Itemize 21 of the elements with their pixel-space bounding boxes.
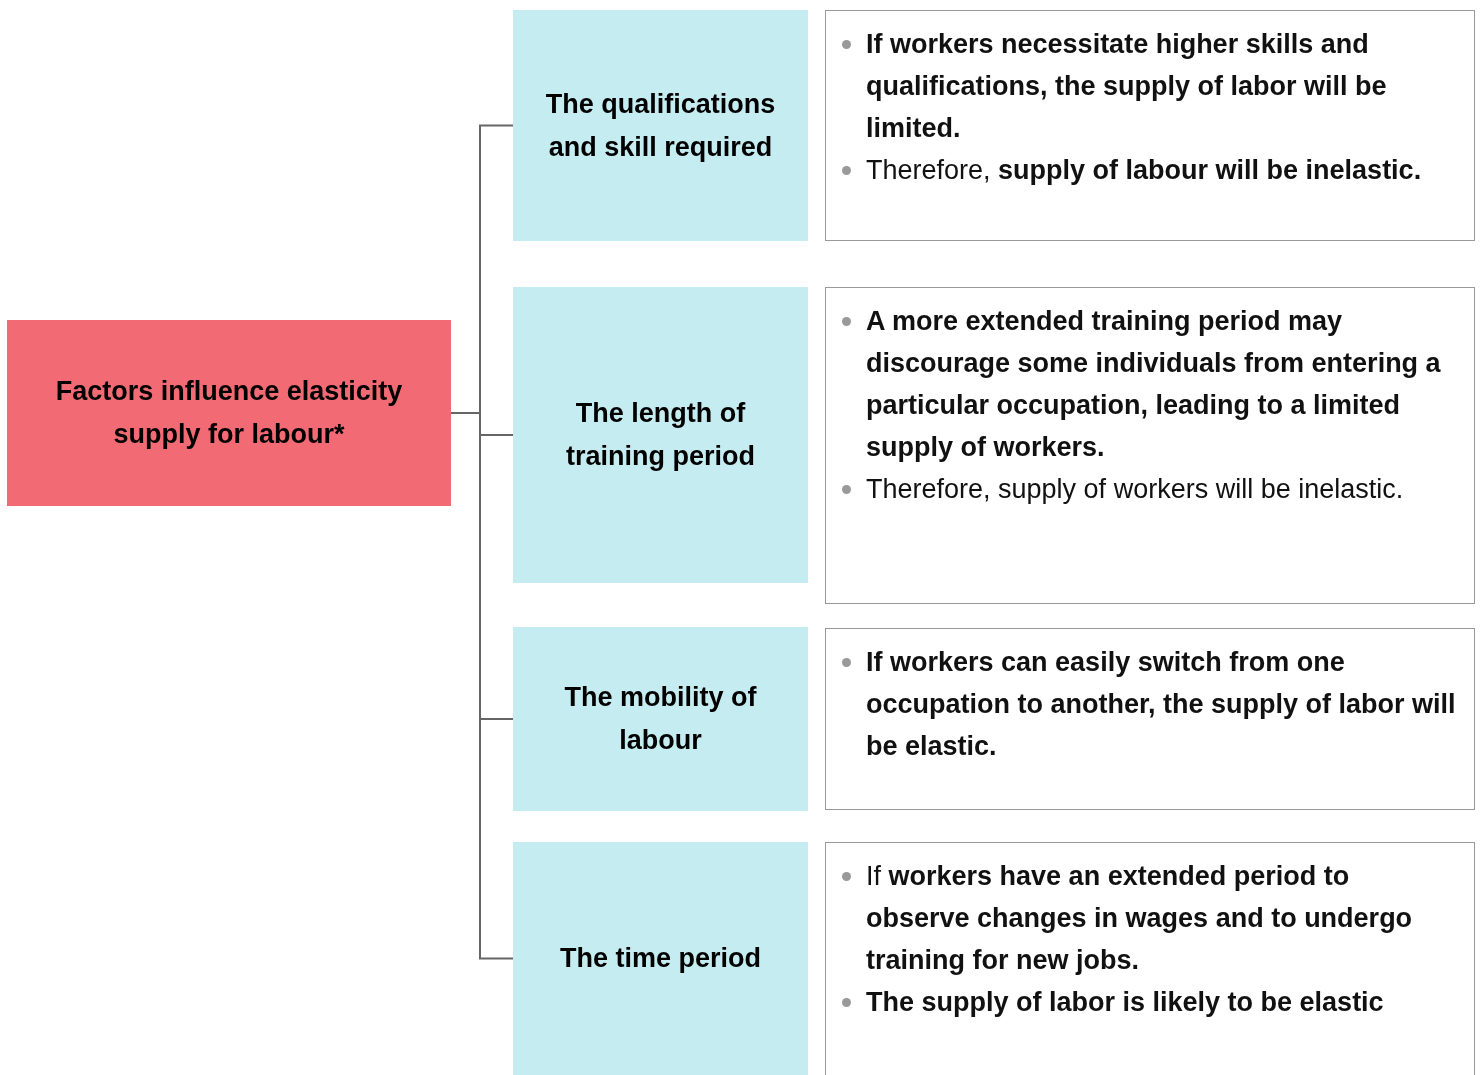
bullet-text: Therefore, supply of workers will be inelastic. (840, 468, 1456, 510)
factor-box (513, 627, 808, 811)
bullet-text: The supply of labor is likely to be elastic (840, 981, 1456, 1023)
description-box (825, 842, 1475, 1075)
factor-box (513, 842, 808, 1075)
bullet-text: A more extended training period may discourage some individuals from entering a particular occupation, leading to a limited supply of workers. (840, 300, 1456, 468)
factor-title: The time period (560, 942, 761, 975)
description-box (825, 287, 1475, 604)
topic-box (7, 320, 451, 506)
factor-box (513, 10, 808, 241)
factor-title: The qualifications and skill required (544, 87, 777, 164)
factor-box (513, 287, 808, 583)
bullet-text: If workers necessitate higher skills and qualifications, the supply of labor will be limited. (840, 23, 1456, 149)
description-box (825, 628, 1475, 810)
description-box (825, 10, 1475, 241)
bullet-text: If workers have an extended period to observe changes in wages and to undergo training for new jobs. (840, 855, 1456, 981)
factor-title: The mobility of labour (563, 681, 758, 757)
topic-title: Factors influence elasticity supply for labour* (54, 375, 404, 451)
bullet-text: If workers can easily switch from one occupation to another, the supply of labor will be elastic. (840, 641, 1456, 767)
bullet-text: Therefore, supply of labour will be inelastic. (840, 149, 1456, 191)
factor-title: The length of training period (565, 397, 756, 473)
